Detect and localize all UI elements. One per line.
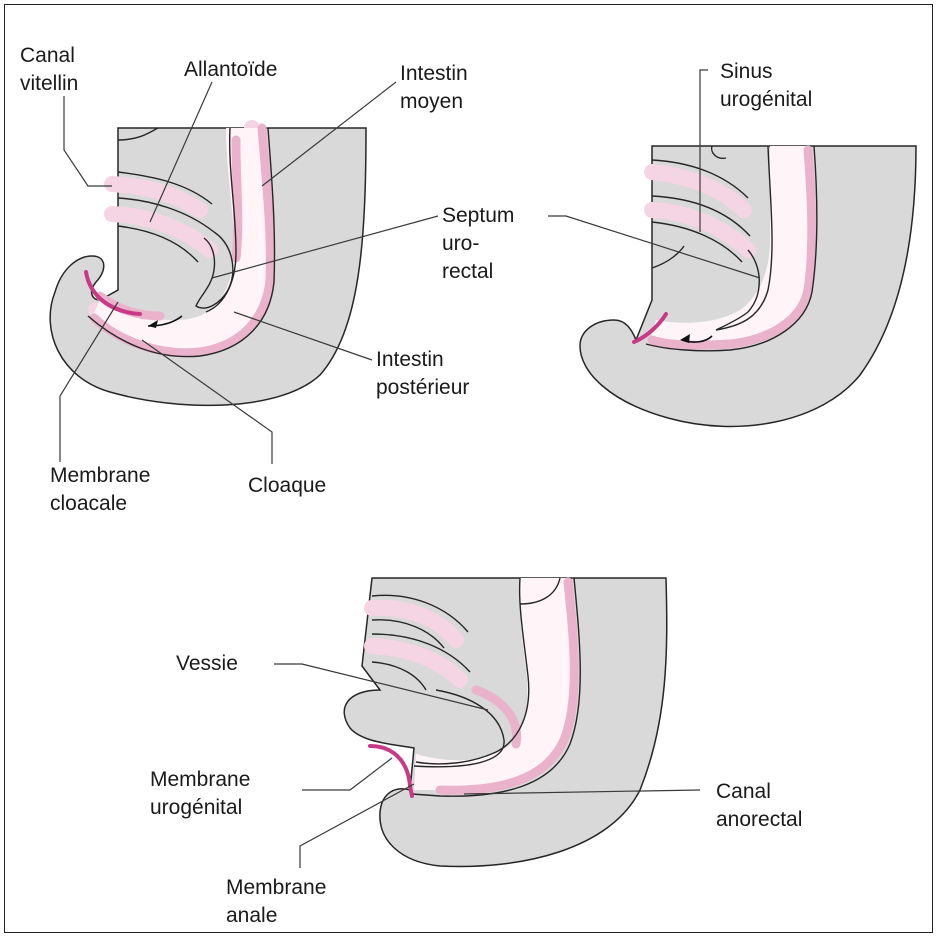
label-allantoide: Allantoïde [184,58,277,81]
label-sinus-urogenital: Sinus urogénital [720,60,812,111]
panel-3-anal-membrane [410,786,412,796]
panel-1-embryo [50,128,366,405]
panel-1-tissue [50,128,366,405]
panel-2-tissue [580,146,916,426]
label-septum-urorectal: Septum uro- rectal [442,204,520,283]
label-intestin-posterieur: Intestin postérieur [376,348,469,399]
label-canal-vitellin: Canal vitellin [20,44,81,95]
panel-3-urogenital-membrane [370,746,410,786]
label-canal-anorectal: Canal anorectal [716,780,802,831]
label-membrane-cloacale: Membrane cloacale [50,464,156,515]
panel-3-embryo [344,578,667,866]
panel-2-embryo [580,146,916,426]
label-cloaque: Cloaque [248,474,326,497]
label-vessie: Vessie [176,652,238,675]
label-membrane-anale: Membrane anale [226,876,332,927]
label-intestin-moyen: Intestin moyen [400,62,474,113]
label-membrane-urogenital: Membrane urogénital [150,768,256,819]
